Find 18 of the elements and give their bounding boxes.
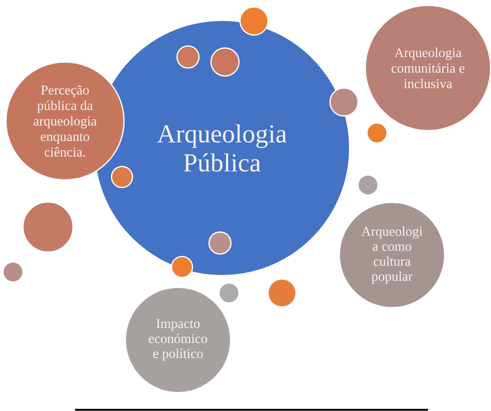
bubble [110, 166, 134, 188]
topic-bubble: Perceção pública da arqueologia enquanto ciência. [5, 61, 125, 181]
bubble [329, 87, 359, 117]
bubble [239, 6, 269, 36]
topic-bubble: Arqueologi a como cultura popular [340, 203, 444, 307]
bubble [22, 201, 74, 253]
topic-bubble: Impacto económico e político [126, 288, 230, 392]
bubble [2, 261, 24, 283]
bubble [208, 231, 232, 255]
topic-bubble: Arqueologia comunitária e inclusiva [366, 6, 490, 130]
central-bubble: Arqueologia Pública [95, 21, 349, 275]
bubble [357, 174, 379, 196]
bubble [218, 282, 240, 304]
bubble [170, 256, 194, 278]
bubble [267, 278, 297, 308]
bubble [366, 122, 388, 144]
bubble [176, 45, 200, 69]
bubble [210, 47, 240, 77]
